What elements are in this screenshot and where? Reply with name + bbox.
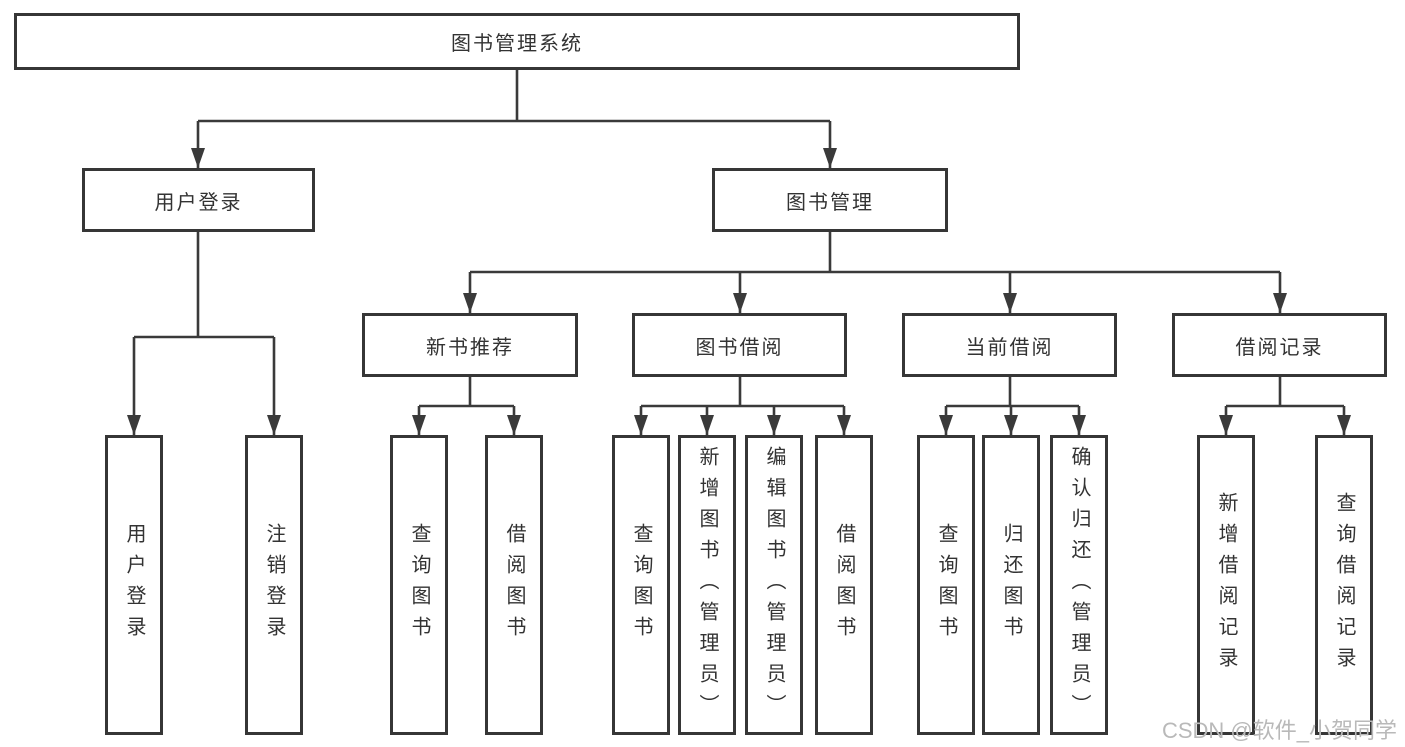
node-label: 借阅图书 [503, 523, 525, 647]
leaf-user-login: 用户登录 [105, 435, 163, 735]
leaf-query-borrow-record: 查询借阅记录 [1315, 435, 1373, 735]
node-label: 查询借阅记录 [1333, 492, 1355, 678]
node-book-borrowing: 图书借阅 [632, 313, 847, 377]
leaf-borrow-books: 借阅图书 [815, 435, 873, 735]
node-label: 图书管理系统 [451, 33, 583, 55]
leaf-add-borrow-record: 新增借阅记录 [1197, 435, 1255, 735]
leaf-query-books-current: 查询图书 [917, 435, 975, 735]
node-current-borrowing: 当前借阅 [902, 313, 1117, 377]
node-label: 新增图书（管理员） [696, 445, 718, 725]
node-label: 确认归还（管理员） [1068, 445, 1090, 725]
leaf-return-books: 归还图书 [982, 435, 1040, 735]
node-label: 借阅记录 [1235, 336, 1324, 359]
leaf-query-books-recommend: 查询图书 [390, 435, 448, 735]
node-label: 当前借阅 [965, 336, 1054, 359]
node-label: 用户登录 [154, 191, 243, 214]
node-user-login: 用户登录 [82, 168, 315, 232]
node-label: 图书管理 [786, 191, 874, 214]
leaf-edit-books-admin: 编辑图书（管理员） [745, 435, 803, 735]
node-book-management: 图书管理 [712, 168, 948, 232]
node-label: 图书借阅 [695, 336, 784, 359]
leaf-query-books-borrowing: 查询图书 [612, 435, 670, 735]
node-label: 借阅图书 [833, 523, 855, 647]
leaf-logout: 注销登录 [245, 435, 303, 735]
node-label: 查询图书 [408, 523, 430, 647]
csdn-watermark: CSDN @软件_小贺同学 [1161, 718, 1397, 743]
node-label: 新书推荐 [426, 336, 514, 359]
leaf-borrow-books-recommend: 借阅图书 [485, 435, 543, 735]
node-new-book-recommendation: 新书推荐 [362, 313, 578, 377]
leaf-add-books-admin: 新增图书（管理员） [678, 435, 736, 735]
node-book-management-system: 图书管理系统 [14, 13, 1020, 70]
node-label: 归还图书 [1000, 523, 1022, 647]
node-borrowing-records: 借阅记录 [1172, 313, 1387, 377]
leaf-confirm-return-admin: 确认归还（管理员） [1050, 435, 1108, 735]
node-label: 查询图书 [935, 523, 957, 647]
node-label: 注销登录 [263, 523, 285, 647]
node-label: 新增借阅记录 [1215, 492, 1237, 678]
node-label: 用户登录 [123, 523, 145, 647]
node-label: 查询图书 [630, 523, 652, 647]
node-label: 编辑图书（管理员） [763, 445, 785, 725]
